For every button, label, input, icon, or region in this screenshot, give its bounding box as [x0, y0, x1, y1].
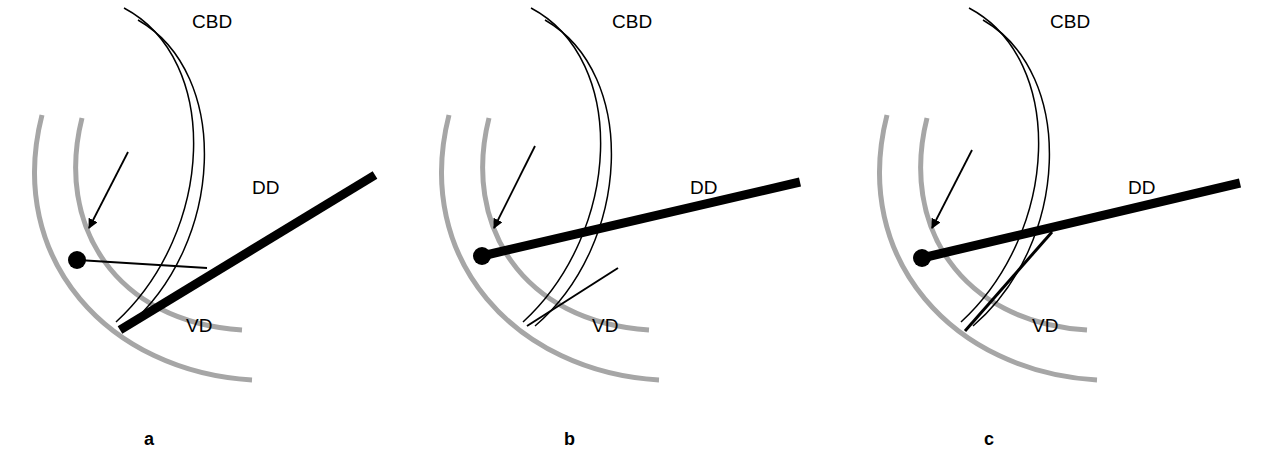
panel-letter: a [144, 430, 154, 448]
duct-label: VD [186, 316, 212, 335]
duct-label: CBD [1050, 12, 1090, 31]
duct-label: DD [252, 178, 279, 197]
duct-label: DD [1128, 178, 1155, 197]
duct-label: VD [1032, 316, 1058, 335]
panel-letter: c [984, 430, 994, 448]
panel-b [442, 8, 800, 380]
duct-label: VD [592, 316, 618, 335]
panel-a [35, 8, 375, 380]
panel-letter: b [564, 430, 575, 448]
panel-c [880, 8, 1240, 380]
duct-label: DD [690, 178, 717, 197]
duct-label: CBD [612, 12, 652, 31]
duct-label: CBD [192, 12, 232, 31]
